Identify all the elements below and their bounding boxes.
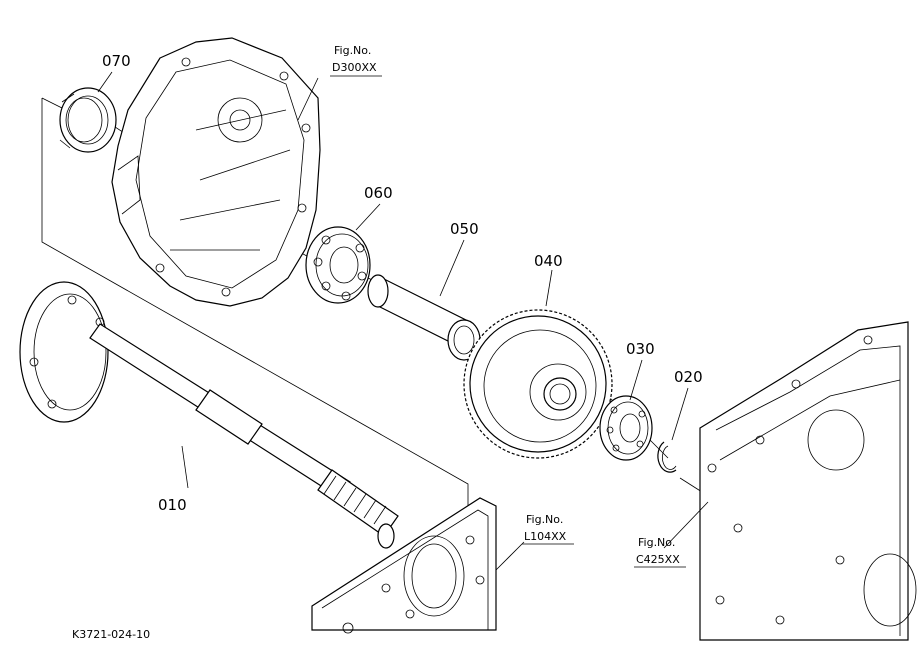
middle-plate [311, 497, 497, 634]
figure-ref-lower-code: C425XX [636, 553, 680, 566]
figure-ref-upper-title: Fig.No. [334, 44, 371, 57]
part-060-ball-bearing [305, 226, 371, 304]
figure-ref-lower-title: Fig.No. [638, 536, 675, 549]
figure-ref-upper: Fig.No. D300XX [330, 44, 382, 77]
part-label-050: 050 [450, 220, 479, 238]
part-label-030: 030 [626, 340, 655, 358]
part-050-sleeve [367, 274, 481, 361]
figure-ref-middle-title: Fig.No. [526, 513, 563, 526]
figure-ref-middle: Fig.No. L104XX [522, 513, 574, 545]
part-label-040: 040 [534, 252, 563, 270]
lower-housing [699, 321, 917, 641]
part-label-020: 020 [674, 368, 703, 386]
figure-ref-lower: Fig.No. C425XX [634, 536, 686, 568]
part-label-010: 010 [158, 496, 187, 514]
figure-ref-upper-code: D300XX [332, 61, 377, 74]
part-040-gear [463, 309, 613, 459]
part-leader-lines [97, 71, 709, 571]
part-020-snap-ring [657, 441, 677, 473]
part-070-oil-seal [59, 87, 117, 153]
upper-housing [111, 37, 321, 307]
part-label-070: 070 [102, 52, 131, 70]
part-030-ball-bearing [599, 395, 653, 461]
part-label-060: 060 [364, 184, 393, 202]
part-010-shaft [19, 281, 399, 549]
drawing-code: K3721-024-10 [72, 628, 150, 641]
figure-ref-middle-code: L104XX [524, 530, 567, 543]
